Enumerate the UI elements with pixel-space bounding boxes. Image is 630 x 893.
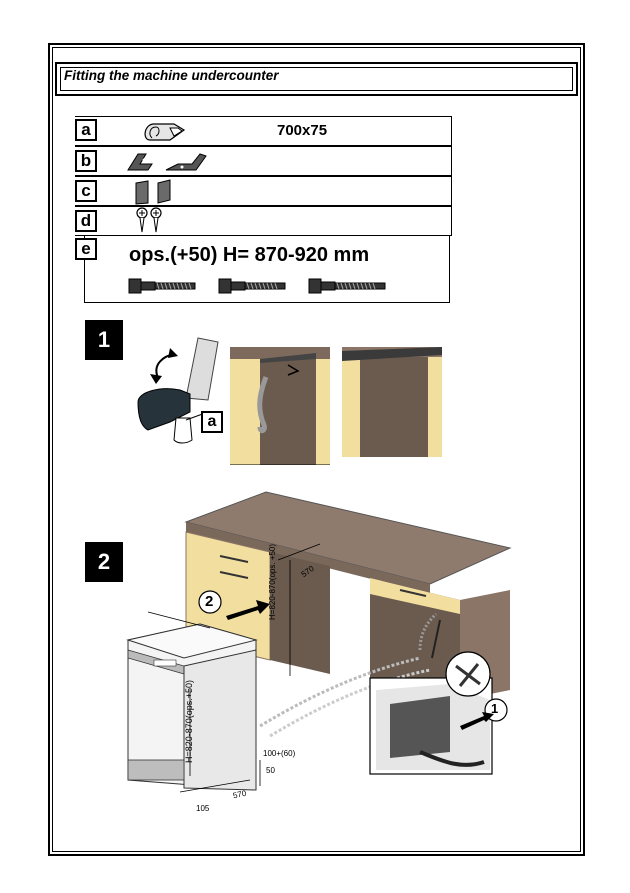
parts-row-e (84, 236, 450, 303)
part-a-size: 700x75 (277, 122, 328, 139)
section-title: Fitting the machine undercounter (64, 68, 279, 83)
screw-icon (136, 207, 162, 233)
base-offset-dimension: 105 (196, 804, 210, 813)
step-2-installation-illustration (126, 491, 512, 793)
step-1-cabinet-installed-illustration (342, 347, 442, 457)
part-e-height-text: ops.(+50) H= 870-920 mm (129, 244, 370, 266)
part-letter-e: e (75, 238, 97, 260)
parts-row-d (75, 206, 452, 236)
cabinet-height-dimension: H=820-870(ops. +50) (268, 543, 277, 620)
pad-icon (135, 179, 171, 205)
step-1-callout-a: a (201, 411, 223, 433)
clip-icon (144, 123, 186, 141)
toe-kick-dimension: 100+(60) (263, 749, 296, 758)
page-inner-frame (52, 47, 581, 852)
part-letter-a: a (75, 119, 97, 141)
parts-row-b (75, 146, 452, 176)
parts-row-c (75, 176, 452, 206)
page-outer-frame (48, 43, 585, 856)
part-letter-d: d (75, 210, 97, 232)
bracket-icon (127, 153, 207, 171)
step-1-cabinet-clip-illustration (230, 347, 330, 465)
step-1-hand-illustration (137, 337, 219, 444)
part-letter-b: b (75, 150, 97, 172)
kick-depth-dimension: 50 (266, 766, 275, 775)
part-letter-c: c (75, 180, 97, 202)
section-title-box: Fitting the machine undercounter (55, 62, 578, 96)
bolt-icon (128, 278, 386, 294)
machine-height-dimension: H=820-870(ops.+50) (184, 679, 194, 763)
step-1-badge: 1 (85, 320, 123, 360)
step-2-badge: 2 (85, 542, 123, 582)
step-2-arrow-label: 2 (205, 593, 214, 610)
parts-row-a (75, 116, 452, 146)
step-2-detail-label: 1 (491, 701, 499, 716)
